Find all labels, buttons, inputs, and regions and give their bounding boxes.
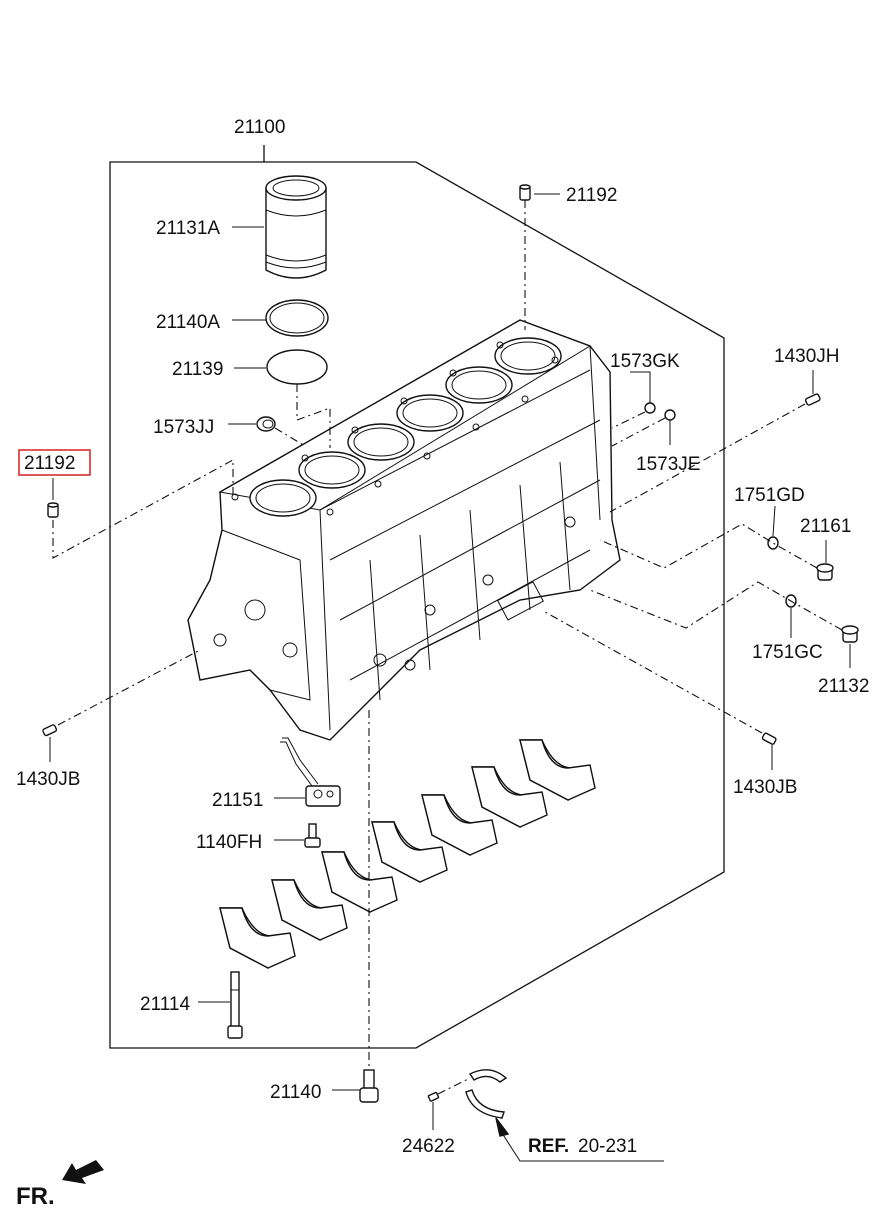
callout-21140A[interactable]: 21140A [156, 312, 220, 333]
callout-21139[interactable]: 21139 [172, 359, 223, 380]
block-ribs [369, 461, 576, 701]
callout-1573JE[interactable]: 1573JE [636, 454, 700, 475]
pin-1430jh[interactable] [804, 393, 821, 406]
assembly-frame [109, 145, 725, 1049]
ref-number[interactable]: 20-231 [578, 1136, 637, 1157]
main-cap-bolt[interactable] [227, 971, 243, 1039]
pin-24622[interactable] [427, 1091, 440, 1102]
piston-cooling-nozzle[interactable] [280, 737, 341, 807]
pin-1430jb-right[interactable] [761, 732, 777, 745]
callout-1140FH[interactable]: 1140FH [196, 832, 262, 853]
callout-24622[interactable]: 24622 [402, 1136, 455, 1157]
o-ring[interactable] [266, 349, 328, 385]
deck-bolt-holes [231, 341, 559, 516]
plug-1573gk[interactable] [644, 402, 656, 414]
callout-21114[interactable]: 21114 [140, 994, 190, 1015]
callout-1430JB-right[interactable]: 1430JB [733, 777, 797, 798]
ref-link[interactable]: REF. [528, 1136, 569, 1157]
gasket-1751gd[interactable] [767, 536, 779, 550]
callout-1573JJ[interactable]: 1573JJ [153, 417, 214, 438]
main-bearing-caps[interactable] [219, 739, 596, 970]
cylinder-liner[interactable] [265, 175, 327, 279]
callout-21192-highlighted[interactable]: 21192 [24, 453, 75, 474]
thrust-bearings[interactable] [465, 1069, 508, 1119]
ref-arrow [495, 1117, 664, 1162]
callout-21132[interactable]: 21132 [818, 676, 869, 697]
callout-1751GC[interactable]: 1751GC [752, 642, 823, 663]
bolt-1140fh[interactable] [304, 823, 321, 848]
plug-1573jj[interactable] [256, 416, 276, 432]
front-arrow-icon [62, 1160, 104, 1184]
plug-1573je[interactable] [664, 409, 676, 421]
callout-1751GD[interactable]: 1751GD [734, 485, 805, 506]
callout-21151[interactable]: 21151 [212, 790, 263, 811]
dowel-top[interactable] [519, 184, 560, 330]
plug-21132[interactable] [841, 625, 859, 643]
callout-21161[interactable]: 21161 [800, 516, 851, 537]
callout-21100[interactable]: 21100 [234, 117, 285, 138]
oil-jet[interactable] [359, 710, 379, 1103]
callout-1430JB-left[interactable]: 1430JB [16, 769, 80, 790]
plug-21161[interactable] [816, 563, 834, 581]
callout-21192-top[interactable]: 21192 [566, 185, 617, 206]
highlight-box [18, 449, 91, 476]
ref-bold-label: REF. [528, 1136, 569, 1157]
callout-1573GK[interactable]: 1573GK [610, 351, 680, 372]
callout-21131A[interactable]: 21131A [156, 218, 220, 239]
liner-ring[interactable] [265, 299, 329, 337]
dowel-left[interactable] [47, 502, 59, 518]
front-label: FR. [16, 1183, 55, 1210]
cylinder-block[interactable] [187, 319, 621, 741]
pin-1430jb-left[interactable] [42, 724, 58, 737]
callout-1430JH[interactable]: 1430JH [774, 346, 840, 367]
cylinder-bores [249, 337, 562, 517]
callout-21140[interactable]: 21140 [270, 1082, 321, 1103]
